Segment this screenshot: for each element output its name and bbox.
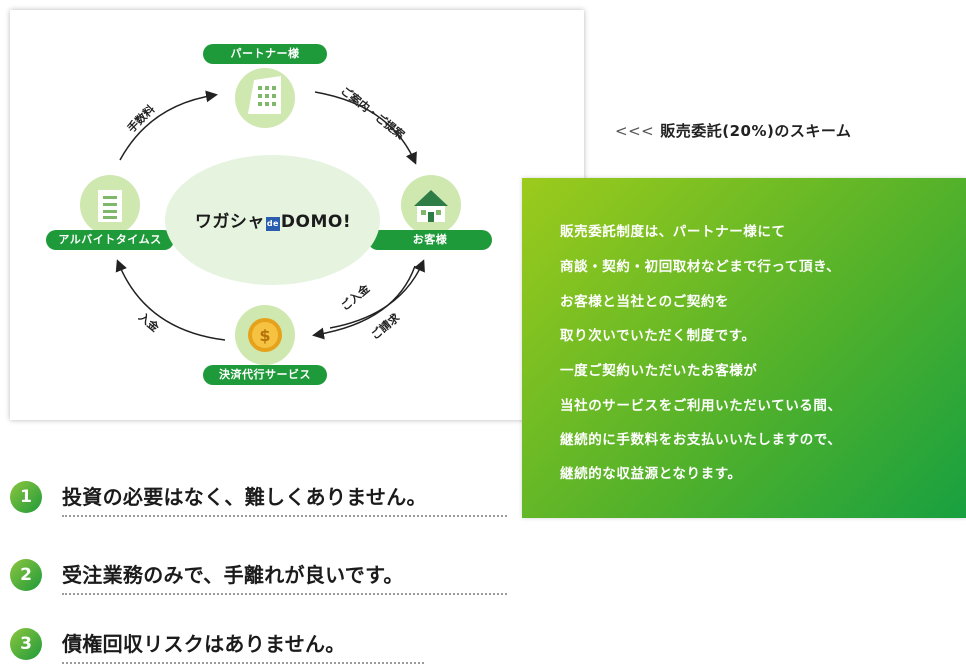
description-line: 商談・契約・初回取材などまで行って頂き、 bbox=[560, 259, 841, 275]
description-line: 一度ご契約いただいたお客様が bbox=[560, 363, 758, 379]
arrow-billing bbox=[312, 265, 416, 340]
scheme-diagram: 手数料 ご案内・ご提案 ご入金 ご請求 入金 bbox=[10, 10, 584, 420]
node-label-arbeit: アルバイトタイムス bbox=[46, 230, 174, 250]
house-icon bbox=[401, 175, 461, 235]
arrow-deposit-top bbox=[329, 259, 425, 329]
edge-label-deposit-top: ご入金 bbox=[338, 281, 373, 314]
edge-label-proposal: ご案内・ご提案 bbox=[338, 83, 408, 142]
node-label-partner: パートナー様 bbox=[203, 44, 327, 64]
description-line: 当社のサービスをご利用いただいている間、 bbox=[560, 398, 842, 414]
triple-chevron-icon: <<< bbox=[615, 122, 655, 140]
benefit-number-badge: 1 bbox=[10, 481, 42, 513]
svg-text:$: $ bbox=[259, 326, 270, 345]
benefit-text: 投資の必要はなく、難しくありません。 bbox=[62, 485, 427, 509]
benefit-text: 債権回収リスクはありません。 bbox=[62, 632, 346, 656]
scheme-title: <<< 販売委託(20%)のスキーム bbox=[615, 120, 851, 141]
description-line: 取り次いでいただく制度です。 bbox=[560, 328, 756, 344]
arrow-deposit-left bbox=[115, 259, 226, 341]
scheme-title-text: 販売委託(20%)のスキーム bbox=[660, 122, 852, 140]
benefit-text: 受注業務のみで、手離れが良いです。 bbox=[62, 563, 404, 587]
office-building-icon bbox=[235, 68, 295, 128]
benefit-item: 2 受注業務のみで、手離れが良いです。 bbox=[10, 555, 510, 595]
benefit-item: 1 投資の必要はなく、難しくありません。 bbox=[10, 477, 510, 517]
logo-prefix: ワガシャ bbox=[194, 212, 265, 232]
description-line: 販売委託制度は、パートナー様にて bbox=[560, 224, 786, 240]
node-label-customer: お客様 bbox=[368, 230, 492, 250]
dotted-divider bbox=[62, 593, 507, 595]
benefit-number-badge: 3 bbox=[10, 628, 42, 660]
benefit-number-badge: 2 bbox=[10, 559, 42, 591]
logo-suffix: DOMO! bbox=[280, 212, 352, 232]
edge-label-fee: 手数料 bbox=[124, 102, 157, 135]
edge-label-deposit-left: 入金 bbox=[136, 310, 163, 336]
description-box: 販売委託制度は、パートナー様にて 商談・契約・初回取材などまで行って頂き、 お客… bbox=[522, 178, 966, 518]
arrow-proposal bbox=[314, 91, 417, 165]
dotted-divider bbox=[62, 515, 507, 517]
company-building-icon bbox=[80, 175, 140, 235]
arrow-fee bbox=[119, 90, 218, 161]
dotted-divider bbox=[62, 662, 424, 664]
dollar-coin-icon: $ bbox=[235, 305, 295, 365]
description-line: お客様と当社とのご契約を bbox=[560, 294, 730, 310]
diagram-canvas: 手数料 ご案内・ご提案 ご入金 ご請求 入金 bbox=[80, 68, 461, 365]
benefit-item: 3 債権回収リスクはありません。 bbox=[10, 624, 510, 664]
description-line: 継続的に手数料をお支払いいたしますので、 bbox=[560, 432, 842, 448]
logo-mark-icon: de bbox=[265, 217, 280, 231]
node-label-payment: 決済代行サービス bbox=[203, 365, 327, 385]
description-line: 継続的な収益源となります。 bbox=[560, 466, 742, 482]
